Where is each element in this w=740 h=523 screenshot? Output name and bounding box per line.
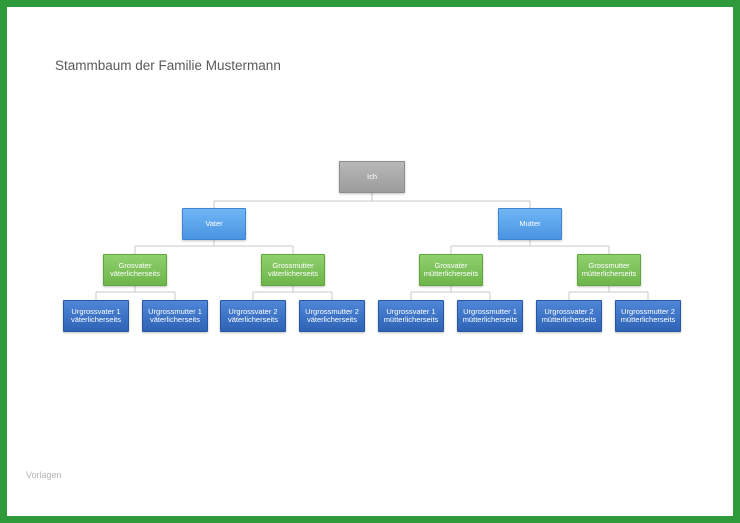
node-grossmutter-vaeterlicherseits[interactable]: Grossmutter väterlicherseits bbox=[261, 254, 325, 286]
connector-grandparent-2-children bbox=[252, 286, 333, 300]
connector-grandparent-1-children bbox=[95, 286, 176, 300]
connector-grandparent-3-children bbox=[410, 286, 491, 300]
node-label: Ich bbox=[366, 171, 377, 181]
node-urgrossvater-1-muetterlicherseits[interactable]: Urgrossvater 1 mütterlicherseits bbox=[378, 300, 444, 332]
node-label: Urgrossmutter 2 väterlicherseits bbox=[305, 306, 359, 324]
node-label: Vater bbox=[205, 218, 223, 228]
node-ich[interactable]: Ich bbox=[339, 161, 405, 193]
node-label: Urgrossmutter 1 väterlicherseits bbox=[148, 306, 202, 324]
node-grosvater-vaeterlicherseits[interactable]: Grosvater väterlicherseits bbox=[103, 254, 167, 286]
node-urgrossvater-2-vaeterlicherseits[interactable]: Urgrossvater 2 väterlicherseits bbox=[220, 300, 286, 332]
node-label: Grossmutter mütterlicherseits bbox=[581, 260, 637, 278]
connector-mutter-grandparents bbox=[450, 240, 610, 254]
footer-label: Vorlagen bbox=[26, 470, 62, 480]
node-label: Grossmutter väterlicherseits bbox=[267, 260, 319, 278]
node-label: Grosvater väterlicherseits bbox=[109, 260, 161, 278]
node-urgrossvater-1-vaeterlicherseits[interactable]: Urgrossvater 1 väterlicherseits bbox=[63, 300, 129, 332]
node-urgrossmutter-1-vaeterlicherseits[interactable]: Urgrossmutter 1 väterlicherseits bbox=[142, 300, 208, 332]
node-label: Mutter bbox=[519, 218, 541, 228]
node-label: Urgrossmutter 2 mütterlicherseits bbox=[620, 306, 676, 324]
node-grossmutter-muetterlicherseits[interactable]: Grossmutter mütterlicherseits bbox=[577, 254, 641, 286]
node-vater[interactable]: Vater bbox=[182, 208, 246, 240]
node-mutter[interactable]: Mutter bbox=[498, 208, 562, 240]
connector-grandparent-4-children bbox=[568, 286, 649, 300]
connector-vater-grandparents bbox=[134, 240, 294, 254]
page-title: Stammbaum der Familie Mustermann bbox=[55, 58, 281, 73]
node-urgrossmutter-2-muetterlicherseits[interactable]: Urgrossmutter 2 mütterlicherseits bbox=[615, 300, 681, 332]
node-label: Urgrossvater 1 väterlicherseits bbox=[70, 306, 122, 324]
node-label: Urgrossvater 2 mütterlicherseits bbox=[541, 306, 597, 324]
node-label: Urgrossvater 2 väterlicherseits bbox=[227, 306, 279, 324]
node-urgrossvater-2-muetterlicherseits[interactable]: Urgrossvater 2 mütterlicherseits bbox=[536, 300, 602, 332]
node-urgrossmutter-1-muetterlicherseits[interactable]: Urgrossmutter 1 mütterlicherseits bbox=[457, 300, 523, 332]
connector-root-parents bbox=[213, 193, 531, 208]
node-grosvater-muetterlicherseits[interactable]: Grosvater mütterlicherseits bbox=[419, 254, 483, 286]
node-urgrossmutter-2-vaeterlicherseits[interactable]: Urgrossmutter 2 väterlicherseits bbox=[299, 300, 365, 332]
node-label: Urgrossvater 1 mütterlicherseits bbox=[383, 306, 439, 324]
node-label: Grosvater mütterlicherseits bbox=[423, 260, 479, 278]
node-label: Urgrossmutter 1 mütterlicherseits bbox=[462, 306, 518, 324]
